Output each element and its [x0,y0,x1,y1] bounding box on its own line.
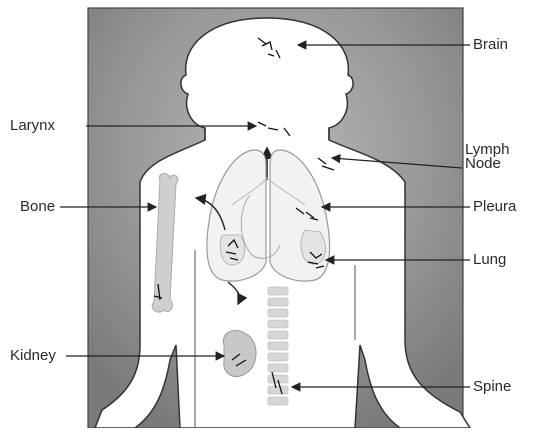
label-brain: Brain [473,37,508,52]
label-bone: Bone [20,199,55,214]
label-larynx: Larynx [10,118,55,133]
label-pleura: Pleura [473,199,516,214]
label-lung: Lung [473,252,506,267]
spine-vertebrae [268,287,288,405]
label-lymph-node: Lymph Node [465,143,509,171]
label-spine: Spine [473,379,511,394]
label-kidney: Kidney [10,348,56,363]
